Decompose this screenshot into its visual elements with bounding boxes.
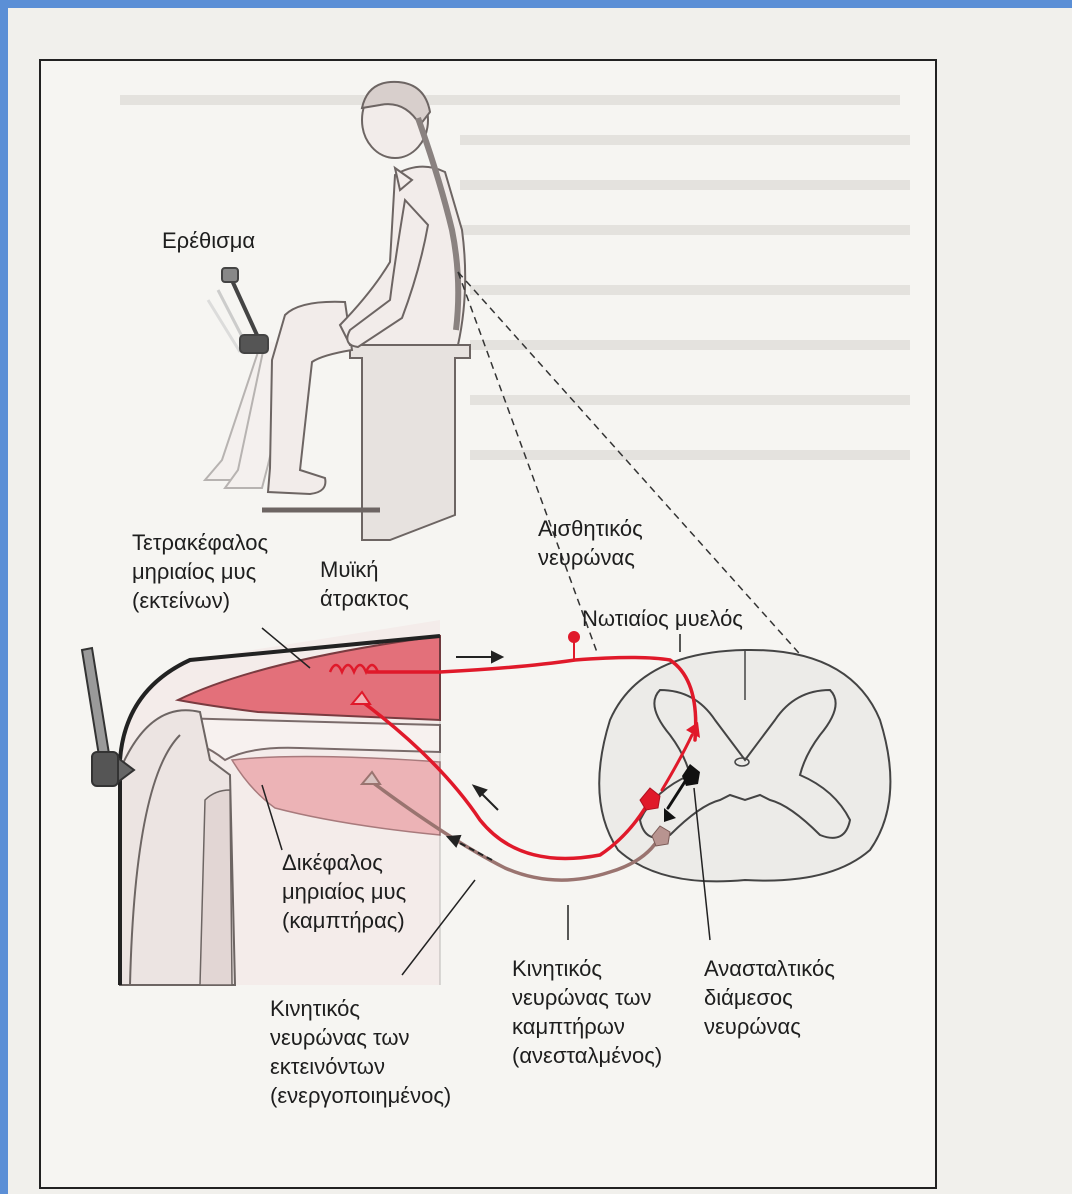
muscle-spindle-label: Μυϊκή άτρακτος: [320, 555, 409, 613]
stimulus-label: Ερέθισμα: [162, 226, 255, 255]
sensory-neuron-label: Αισθητικός νευρώνας: [538, 514, 643, 572]
quadriceps-label: Τετρακέφαλος μηριαίος μυς (εκτείνων): [132, 528, 268, 615]
hamstring-label: Δικέφαλος μηριαίος μυς (καμπτήρας): [282, 848, 406, 935]
spinal-cord-label: Νωτιαίος μυελός: [582, 604, 743, 633]
sensory-cell-body: [568, 631, 580, 643]
flexor-motor-neuron-label: Κινητικός νευρώνας των καμπτήρων (ανεστα…: [512, 954, 662, 1070]
inhibitory-interneuron-label: Ανασταλτικός διάμεσος νευρώνας: [704, 954, 835, 1041]
spinal-cord-section: [599, 650, 890, 881]
extensor-motor-neuron-label: Κινητικός νευρώνας των εκτεινόντων (ενερ…: [270, 994, 451, 1110]
